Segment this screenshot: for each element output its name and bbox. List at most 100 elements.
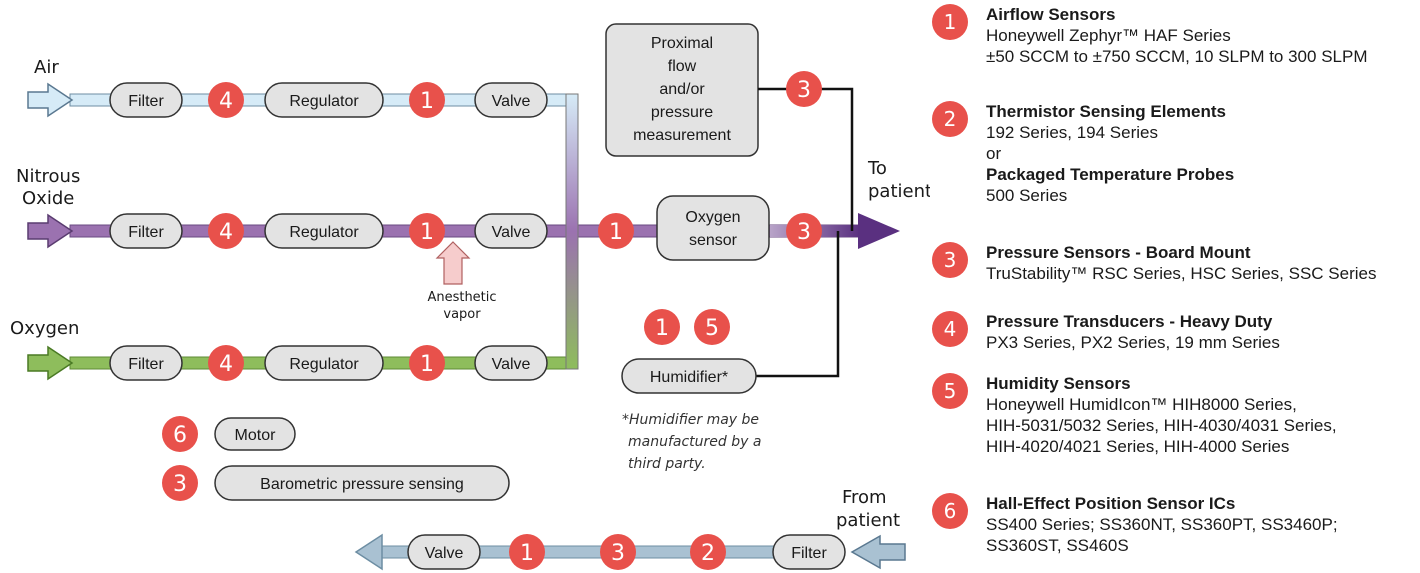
nitrous-valve-label: Valve bbox=[492, 224, 531, 241]
legend-line: SS360ST, SS460S bbox=[986, 536, 1129, 555]
return-badge-3 bbox=[600, 534, 636, 570]
legend-title: Humidity Sensors bbox=[986, 374, 1131, 393]
nitrous-filter-label: Filter bbox=[128, 224, 164, 241]
motor-box bbox=[214, 417, 296, 451]
legend-badge: 1 bbox=[932, 4, 968, 40]
motor-label: Motor bbox=[235, 427, 277, 444]
humidifier-badge-1 bbox=[644, 309, 680, 345]
outlet-badge-3-label: 3 bbox=[797, 220, 811, 245]
return-badge-1-label: 1 bbox=[520, 541, 534, 566]
legend-line: HIH-5031/5032 Series, HIH-4030/4031 Seri… bbox=[986, 416, 1337, 435]
oxygen-valve bbox=[474, 345, 548, 381]
legend-badge: 3 bbox=[932, 242, 968, 278]
anesthetic-label-1: Anesthetic bbox=[427, 290, 496, 305]
motor-badge-6 bbox=[162, 416, 198, 452]
return-badge-1 bbox=[509, 534, 545, 570]
oxygen-sensor-box bbox=[656, 195, 770, 261]
proximal-label-4: pressure bbox=[651, 104, 713, 121]
return-valve bbox=[407, 534, 481, 570]
nitrous-regulator-label: Regulator bbox=[289, 224, 359, 241]
mixing-manifold bbox=[565, 93, 579, 370]
oxygen-regulator-label: Regulator bbox=[289, 356, 359, 373]
humidifier-note-3: third party. bbox=[628, 456, 706, 472]
nitrous-valve bbox=[474, 213, 548, 249]
legend-title: Hall-Effect Position Sensor ICs bbox=[986, 494, 1236, 513]
humidifier-label: Humidifier* bbox=[650, 369, 728, 386]
legend-title: Airflow Sensors bbox=[986, 5, 1116, 24]
anesthetic-label-2: vapor bbox=[443, 307, 481, 322]
flow-diagram: Air Nitrous Oxide Oxygen Filter 4 Regula… bbox=[10, 23, 930, 571]
nitrous-regulator bbox=[264, 213, 384, 249]
to-patient-label-1: To bbox=[867, 158, 887, 179]
humidifier-badge-5-label: 5 bbox=[705, 316, 719, 341]
legend-badge: 2 bbox=[932, 101, 968, 137]
legend-line: SS400 Series; SS360NT, SS360PT, SS3460P; bbox=[986, 515, 1338, 534]
nitrous-badge-1-label: 1 bbox=[420, 220, 434, 245]
return-badge-2-label: 2 bbox=[701, 541, 715, 566]
proximal-label-3: and/or bbox=[659, 81, 705, 98]
mixed-badge-1 bbox=[598, 213, 634, 249]
legend-badge: 5 bbox=[932, 373, 968, 409]
nitrous-badge-1 bbox=[409, 213, 445, 249]
from-patient-label-1: From bbox=[842, 487, 887, 508]
humidifier-badge-5 bbox=[694, 309, 730, 345]
legend-badge: 4 bbox=[932, 311, 968, 347]
mixed-badge-1-label: 1 bbox=[609, 220, 623, 245]
oxygen-sensor-label-2: sensor bbox=[689, 232, 738, 249]
from-patient-arrow bbox=[850, 534, 906, 570]
to-patient-label-2: patient bbox=[868, 181, 930, 202]
humidifier-box bbox=[621, 358, 757, 394]
outlet-badge-3 bbox=[786, 213, 822, 249]
humidifier-note-2: manufactured by a bbox=[628, 434, 761, 450]
nitrous-filter bbox=[109, 213, 183, 249]
oxygen-valve-label: Valve bbox=[492, 356, 531, 373]
nitrous-badge-4-label: 4 bbox=[219, 220, 233, 245]
legend-line: Honeywell HumidIcon™ HIH8000 Series, bbox=[986, 395, 1297, 414]
return-filter bbox=[772, 534, 846, 570]
oxygen-badge-1-label: 1 bbox=[420, 352, 434, 377]
legend-badge: 6 bbox=[932, 493, 968, 529]
nitrous-label-2: Oxide bbox=[22, 188, 74, 209]
air-badge-1-label: 1 bbox=[420, 89, 434, 114]
legend-line: HIH-4020/4021 Series, HIH-4000 Series bbox=[986, 437, 1290, 456]
legend-line: Honeywell Zephyr™ HAF Series bbox=[986, 26, 1231, 45]
air-regulator bbox=[264, 82, 384, 118]
legend-line: ±50 SCCM to ±750 SCCM, 10 SLPM to 300 SL… bbox=[986, 47, 1368, 66]
legend-line: 500 Series bbox=[986, 186, 1068, 205]
barometric-label: Barometric pressure sensing bbox=[260, 476, 464, 493]
anesthetic-vapor-arrow bbox=[435, 241, 471, 285]
proximal-label-2: flow bbox=[668, 58, 697, 75]
sensor-legend: 1 Airflow Sensors Honeywell Zephyr™ HAF … bbox=[932, 0, 1412, 573]
air-badge-4-label: 4 bbox=[219, 89, 233, 114]
legend-title: Pressure Transducers - Heavy Duty bbox=[986, 312, 1273, 331]
air-label: Air bbox=[34, 57, 59, 78]
oxygen-badge-4-label: 4 bbox=[219, 352, 233, 377]
legend-line: TruStability™ RSC Series, HSC Series, SS… bbox=[986, 264, 1377, 283]
oxygen-badge-1 bbox=[409, 345, 445, 381]
oxygen-badge-4 bbox=[208, 345, 244, 381]
legend-title: Thermistor Sensing Elements bbox=[986, 102, 1226, 121]
proximal-label-5: measurement bbox=[633, 127, 731, 144]
from-patient-label-2: patient bbox=[836, 510, 900, 531]
legend-title: Packaged Temperature Probes bbox=[986, 165, 1235, 184]
nitrous-badge-4 bbox=[208, 213, 244, 249]
oxygen-regulator bbox=[264, 345, 384, 381]
air-valve-label: Valve bbox=[492, 93, 531, 110]
air-badge-4 bbox=[208, 82, 244, 118]
legend-line: or bbox=[986, 144, 1002, 163]
legend-line: 192 Series, 194 Series bbox=[986, 123, 1158, 142]
return-filter-label: Filter bbox=[791, 545, 827, 562]
oxygen-sensor-label-1: Oxygen bbox=[685, 209, 740, 226]
motor-badge-6-label: 6 bbox=[173, 423, 187, 448]
air-filter bbox=[109, 82, 183, 118]
air-filter-label: Filter bbox=[128, 93, 164, 110]
legend-line: PX3 Series, PX2 Series, 19 mm Series bbox=[986, 333, 1280, 352]
to-patient-arrow bbox=[858, 213, 900, 249]
return-badge-3-label: 3 bbox=[611, 541, 625, 566]
barometric-box bbox=[214, 465, 510, 501]
proximal-badge-3 bbox=[786, 71, 822, 107]
proximal-label-1: Proximal bbox=[651, 35, 713, 52]
air-regulator-label: Regulator bbox=[289, 93, 359, 110]
barometric-badge-3-label: 3 bbox=[173, 472, 187, 497]
